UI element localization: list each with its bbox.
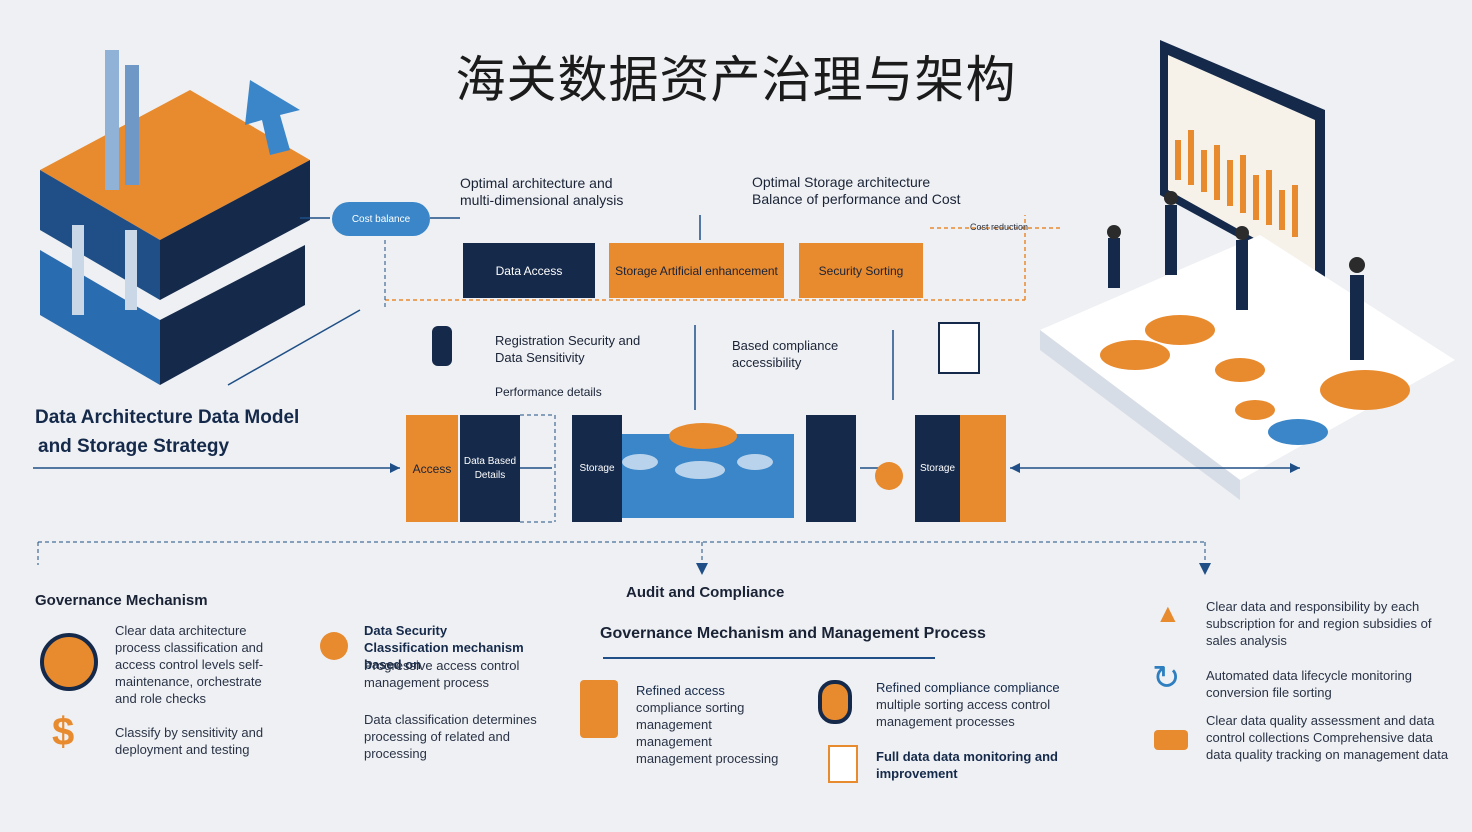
mid-navy-center: Storage [572,415,622,522]
chart-icon: ▲ [1155,598,1181,628]
box-storage: Storage Artificial enhancement [609,243,784,298]
box-security: Security Sorting [799,243,923,298]
label-cost-reduction: Cost reduction [970,222,1029,232]
governance-heading: Governance Mechanism [35,592,208,609]
process-heading: Governance Mechanism and Management Proc… [600,625,986,642]
governance-item-3-body: Progressive access control management pr… [364,658,520,690]
label-compliance: Based compliance accessibility [732,338,839,370]
audit-item-3: Full data data monitoring and improvemen… [876,749,1058,781]
isometric-data-block [40,50,310,385]
right-item-3: Clear data quality assessment and data c… [1206,713,1449,762]
refresh-icon: ↻ [1152,659,1181,697]
monitor-illustration [1040,40,1455,500]
governance-item-3-title: Data Security Classification mechanism b… [364,623,524,672]
governance-item-4: Data classification determines processin… [364,712,537,761]
label-performance-details: Performance details [495,385,602,399]
governance-item-2: Classify by sensitivity and deployment a… [115,725,264,757]
page-title: 海关数据资产治理与架构 [455,51,1017,109]
box-data-access: Data Access [463,243,595,298]
right-item-1: Clear data and responsibility by each su… [1206,599,1432,648]
label-optimal-architecture: Optimal architecture and multi-dimension… [460,175,624,208]
label-optimal-storage: Optimal Storage architecture Balance of … [752,174,961,207]
document-icon [938,322,980,374]
security-classification-icon [320,632,348,660]
mid-orange-left: Access [406,415,458,522]
audit-item-2-body: multiple sorting access control manageme… [876,697,1051,729]
audit-item-2-title: Refined compliance compliance [876,680,1060,695]
label-security-sensitivity: Registration Security and Data Sensitivi… [495,333,641,365]
security-shield-icon [432,326,452,366]
left-heading: Data Architecture Data Model and Storage… [35,403,299,461]
audit-item-1-title: Refined access [636,683,725,698]
left-heading-line1: Data Architecture Data Model [35,407,300,428]
mid-navy-right-b: Storage [915,415,960,522]
folder-icon [1154,730,1188,750]
cost-balance-pill: Cost balance [332,202,430,236]
mid-navy-left: Data Based Details [460,415,520,522]
audit-item-1-body: compliance sorting management management… [636,700,779,766]
mid-navy-right-a [806,415,856,522]
padlock-icon [818,680,852,724]
governance-item-1: Clear data architecture process classifi… [115,623,264,706]
mid-orange-right [960,415,1006,522]
right-item-2: Automated data lifecycle monitoring conv… [1206,668,1412,700]
lock-icon [580,680,618,738]
report-icon [828,745,858,783]
info-icon [40,633,98,691]
audit-heading: Audit and Compliance [626,584,785,601]
dollar-icon: $ [52,710,75,754]
left-heading-line2: and Storage Strategy [38,436,230,457]
